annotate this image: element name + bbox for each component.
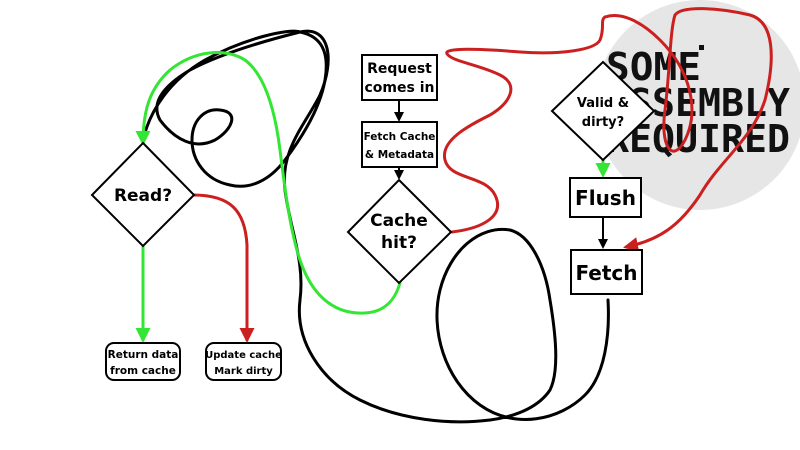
node-update-cache: Update cache Mark dirty: [205, 342, 282, 381]
node-request: Request comes in: [361, 54, 438, 101]
node-fetch-label: Fetch: [575, 261, 637, 285]
node-cache-hit: Cache hit?: [346, 178, 453, 285]
node-update-cache-line-1: Update cache: [205, 350, 282, 361]
green-connector-hit-to-read: [135, 51, 402, 315]
node-fetch-meta: Fetch Cache & Metadata: [361, 121, 438, 168]
red-connector-read-to-update: [191, 193, 255, 343]
node-fetch-meta-line-2: & Metadata: [365, 149, 434, 161]
node-valid-dirty-line-2: dirty?: [582, 115, 624, 130]
node-return-data-line-1: Return data: [108, 349, 179, 361]
node-return-data: Return data from cache: [105, 342, 181, 381]
node-request-line-1: Request: [367, 61, 432, 77]
node-update-cache-line-2: Mark dirty: [214, 366, 273, 377]
logo-dot: [699, 45, 704, 50]
node-fetch: Fetch: [570, 249, 643, 295]
red-connector-valid-to-fetch: [603, 7, 773, 252]
node-request-line-2: comes in: [365, 80, 435, 96]
node-cache-hit-line-1: Cache: [370, 211, 428, 231]
node-cache-hit-line-2: hit?: [381, 233, 417, 253]
red-connector-miss-to-valid: [443, 15, 607, 234]
node-return-data-line-2: from cache: [110, 365, 176, 377]
black-scribble-left: [141, 29, 610, 424]
node-read: Read?: [90, 141, 196, 248]
node-valid-dirty-line-1: Valid &: [577, 96, 629, 111]
node-fetch-meta-line-1: Fetch Cache: [364, 131, 436, 143]
logo-circle: [595, 0, 800, 210]
node-read-label: Read?: [114, 186, 172, 206]
node-flush: Flush: [569, 177, 642, 218]
node-flush-label: Flush: [575, 186, 636, 210]
node-valid-dirty: Valid & dirty?: [550, 60, 656, 162]
